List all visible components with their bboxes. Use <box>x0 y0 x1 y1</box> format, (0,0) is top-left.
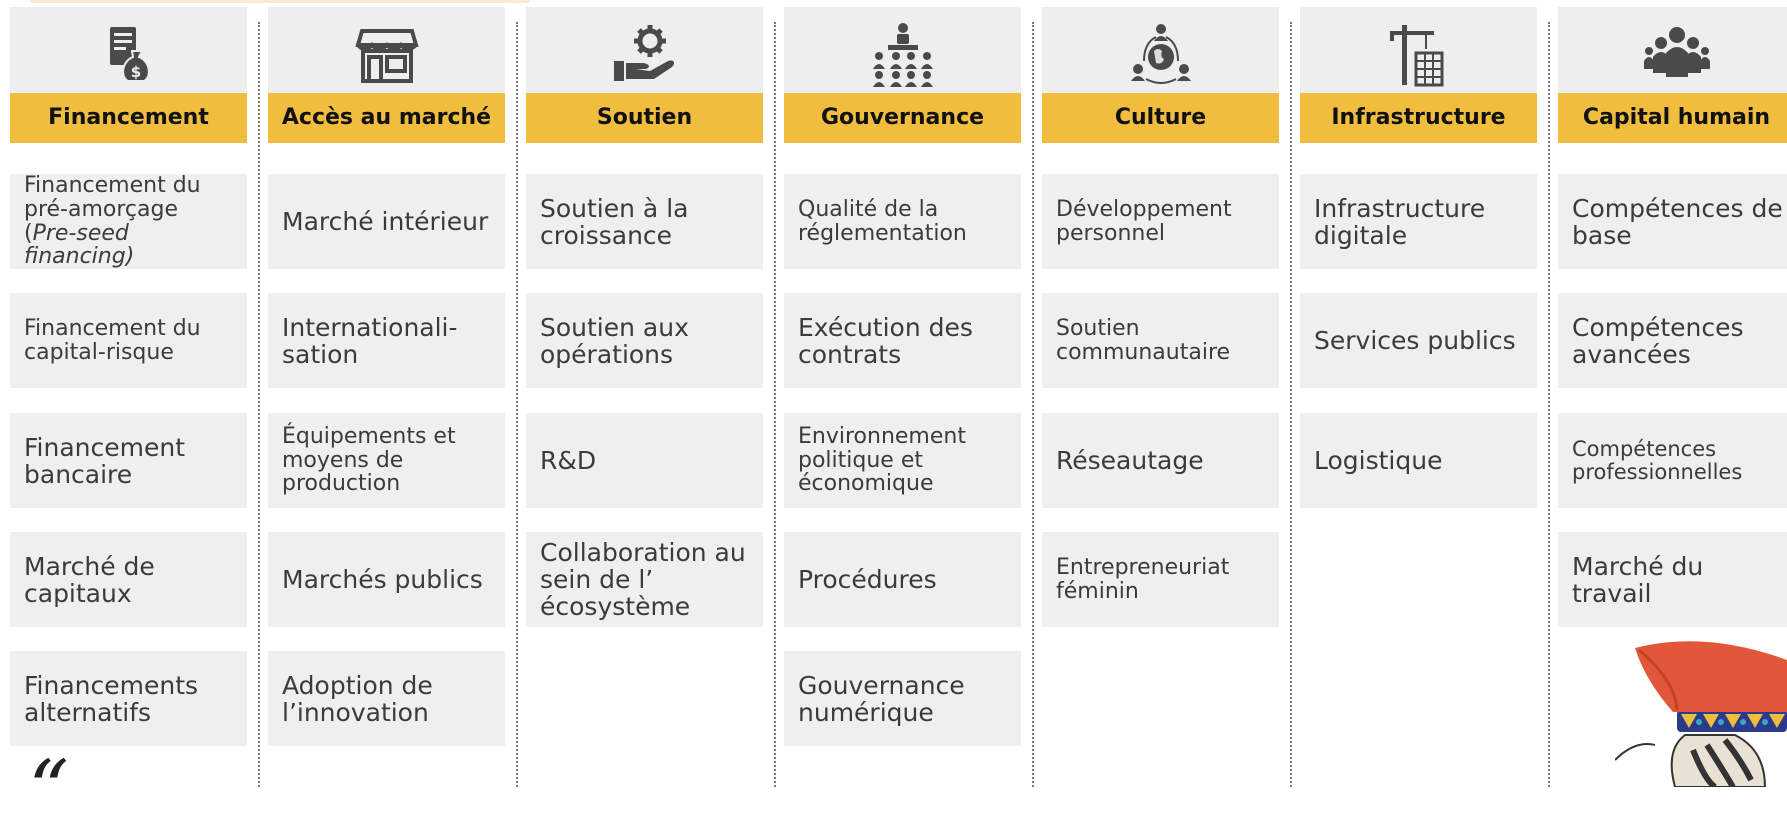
card-growth-support: Soutien à la croissance <box>526 174 763 269</box>
card-digital-governance: Gouvernance numérique <box>784 651 1021 746</box>
card-venture-capital: Financement du capital-risque <box>10 293 247 388</box>
card-text: Compétences avancées <box>1572 312 1744 369</box>
card-public-markets: Marchés publics <box>268 532 505 627</box>
mascot-illustration <box>1615 641 1787 787</box>
card-contract-execution: Exécution des contrats <box>784 293 1021 388</box>
card-advanced-skills: Compétences avancées <box>1558 293 1787 388</box>
card-text: Exécution des contrats <box>798 312 973 369</box>
card-professional-skills: Compétences professionnelles <box>1558 413 1787 508</box>
crane-building-icon <box>1389 25 1443 87</box>
column-title: Accès au marché <box>268 93 505 143</box>
card-political-environment: Environnement politique et économique <box>784 413 1021 508</box>
card-text: Marchés publics <box>282 565 483 594</box>
card-text: R&D <box>540 446 597 475</box>
card-operations-support: Soutien aux opérations <box>526 293 763 388</box>
card-text: Environnement politique et économique <box>798 423 966 497</box>
card-text: Gouvernance numérique <box>798 670 965 727</box>
storefront-icon <box>354 29 419 83</box>
card-text: Logistique <box>1314 446 1443 475</box>
card-text: Développement personnel <box>1056 196 1232 246</box>
card-text: Financements alternatifs <box>24 670 199 727</box>
meeting-hierarchy-icon <box>872 23 933 87</box>
card-text: Marché du travail <box>1572 551 1704 608</box>
column-header <box>1558 7 1787 93</box>
card-equipment: Équipements et moyens de production <box>268 413 505 508</box>
card-text: Marché intérieur <box>282 207 489 236</box>
column-header <box>1042 7 1279 93</box>
card-text: Compétences professionnelles <box>1572 436 1743 484</box>
card-text: Financement du pré-amorçage ( <box>24 173 201 246</box>
card-community-support: Soutien communautaire <box>1042 293 1279 388</box>
top-accent-line <box>30 0 530 3</box>
card-internationalisation: Internationali-sation <box>268 293 505 388</box>
card-text: Soutien à la croissance <box>540 193 689 250</box>
column-culture: Culture Développement personnel Soutien … <box>1042 7 1279 627</box>
column-divider <box>258 22 260 787</box>
card-regulation-quality: Qualité de la réglementation <box>784 174 1021 269</box>
column-gouvernance: Gouvernance Qualité de la réglementation… <box>784 7 1021 746</box>
hand-gear-icon <box>613 25 674 81</box>
svg-text:$: $ <box>130 63 140 81</box>
column-capital-humain: Capital humain Compétences de base Compé… <box>1558 7 1787 627</box>
column-title: Soutien <box>526 93 763 143</box>
column-divider <box>1032 22 1034 787</box>
column-header <box>526 7 763 93</box>
column-divider <box>1548 22 1550 787</box>
card-text: Financement du capital-risque <box>24 315 201 365</box>
card-rnd: R&D <box>526 413 763 508</box>
column-title: Gouvernance <box>784 93 1021 143</box>
card-text: Soutien aux opérations <box>540 312 689 369</box>
card-text: Financement bancaire <box>24 432 186 489</box>
column-divider <box>516 22 518 787</box>
card-labour-market: Marché du travail <box>1558 532 1787 627</box>
card-text-italic: Pre-seed financing) <box>24 220 135 270</box>
column-header <box>1300 7 1537 93</box>
column-divider <box>774 22 776 787</box>
card-logistics: Logistique <box>1300 413 1537 508</box>
column-soutien: Soutien Soutien à la croissance Soutien … <box>526 7 763 627</box>
card-public-services: Services publics <box>1300 293 1537 388</box>
card-text: Adoption de l’innovation <box>282 670 433 727</box>
card-domestic-market: Marché intérieur <box>268 174 505 269</box>
column-header: $ <box>10 7 247 93</box>
card-alternative-financing: Financements alternatifs <box>10 651 247 746</box>
column-title: Infrastructure <box>1300 93 1537 143</box>
column-title: Capital humain <box>1558 93 1787 143</box>
card-text: Procédures <box>798 565 937 594</box>
card-female-entrepreneurship: Entrepreneuriat féminin <box>1042 532 1279 627</box>
card-text: Soutien communautaire <box>1056 315 1231 365</box>
card-networking: Réseautage <box>1042 413 1279 508</box>
card-bank-financing: Financement bancaire <box>10 413 247 508</box>
card-personal-development: Développement personnel <box>1042 174 1279 269</box>
card-text: Services publics <box>1314 326 1516 355</box>
card-text: Marché de capitaux <box>24 551 155 608</box>
card-text: Compétences de base <box>1572 193 1783 250</box>
column-divider <box>1290 22 1292 787</box>
card-pre-seed: Financement du pré-amorçage (Pre-seed fi… <box>10 174 247 269</box>
card-digital-infrastructure: Infrastructure digitale <box>1300 174 1537 269</box>
column-title: Culture <box>1042 93 1279 143</box>
people-group-icon <box>1643 27 1710 77</box>
card-text: Réseautage <box>1056 446 1204 475</box>
card-text: Infrastructure digitale <box>1314 193 1486 250</box>
column-acces-au-marche: Accès au marché Marché intérieur Interna… <box>268 7 505 746</box>
card-text: Internationali-sation <box>282 312 458 369</box>
card-basic-skills: Compétences de base <box>1558 174 1787 269</box>
card-text: Entrepreneuriat féminin <box>1056 554 1230 604</box>
card-text: Équipements et moyens de production <box>282 423 456 497</box>
column-header <box>268 7 505 93</box>
column-header <box>784 7 1021 93</box>
card-procedures: Procédures <box>784 532 1021 627</box>
card-capital-market: Marché de capitaux <box>10 532 247 627</box>
column-financement: $ Financement Financement du pré-amorçag… <box>10 7 247 746</box>
card-text: Qualité de la réglementation <box>798 196 967 246</box>
money-bag-document-icon: $ <box>109 27 150 82</box>
quote-mark: “ <box>28 743 69 836</box>
card-innovation-adoption: Adoption de l’innovation <box>268 651 505 746</box>
card-text: Collaboration au sein de l’ écosystème <box>540 538 746 621</box>
column-infrastructure: Infrastructure Infrastructure digitale S… <box>1300 7 1537 508</box>
people-globe-icon <box>1130 24 1191 84</box>
card-ecosystem-collaboration: Collaboration au sein de l’ écosystème <box>526 532 763 627</box>
column-title: Financement <box>10 93 247 143</box>
